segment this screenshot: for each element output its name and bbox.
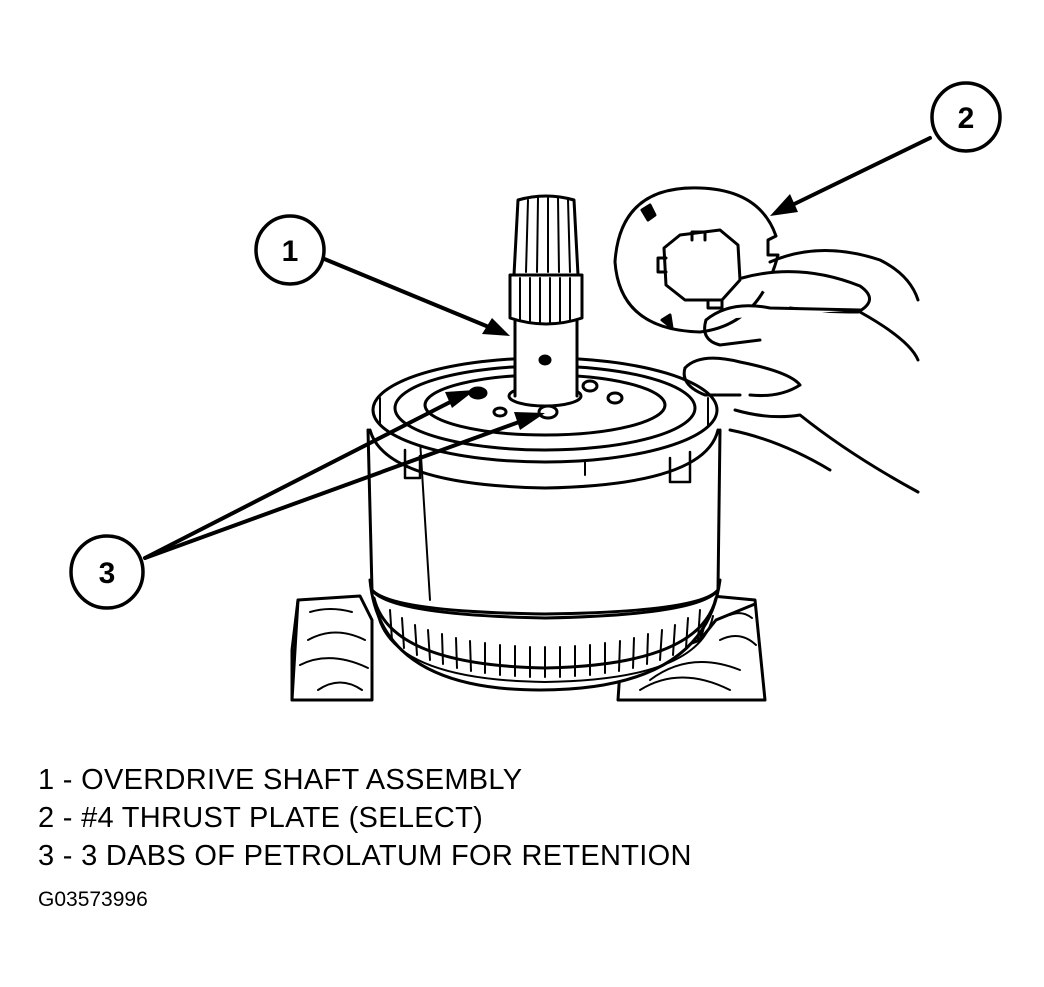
legend-item-3: 3 - 3 DABS OF PETROLATUM FOR RETENTION bbox=[38, 840, 692, 872]
callout-circle-3 bbox=[69, 534, 145, 610]
wood-block-left bbox=[290, 594, 374, 702]
thrust-plate bbox=[613, 186, 780, 334]
legend-item-1: 1 - OVERDRIVE SHAFT ASSEMBLY bbox=[38, 764, 523, 796]
clutch-drum bbox=[366, 356, 722, 620]
wood-block-right bbox=[616, 594, 767, 702]
diagram-illustration: 1 2 3 bbox=[69, 81, 1002, 702]
callout-number-1: 1 bbox=[282, 235, 299, 268]
overdrive-shaft bbox=[507, 194, 584, 408]
callout-circle-2 bbox=[930, 81, 1002, 153]
callout-leaders bbox=[143, 136, 932, 560]
figure-id: G03573996 bbox=[38, 888, 148, 911]
callout-number-2: 2 bbox=[958, 102, 975, 135]
hand bbox=[682, 248, 920, 494]
callout-number-3: 3 bbox=[99, 557, 116, 590]
legend-item-2: 2 - #4 THRUST PLATE (SELECT) bbox=[38, 802, 484, 834]
callout-circle-1 bbox=[254, 214, 326, 286]
arrowheads bbox=[445, 194, 798, 430]
